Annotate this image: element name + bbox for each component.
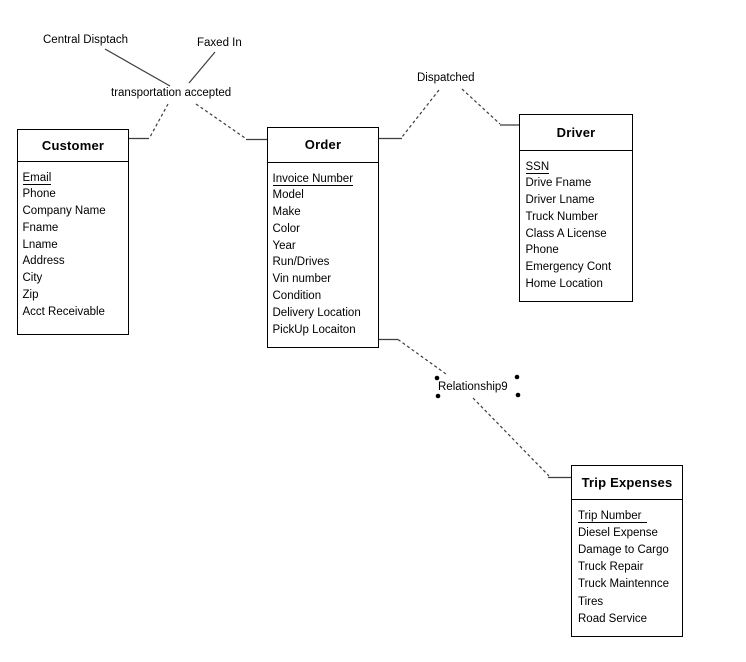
entity-order[interactable]: Order Invoice Number Model Make Color Ye… bbox=[267, 127, 379, 348]
entity-customer-fields: Email Phone Company Name Fname Lname Add… bbox=[18, 162, 128, 321]
selection-handle[interactable] bbox=[434, 375, 440, 381]
field-row: Delivery Location bbox=[272, 306, 361, 319]
primary-key-field: Invoice Number bbox=[272, 172, 354, 186]
field-row: City bbox=[22, 272, 43, 285]
entity-driver-fields: SSN Drive Fname Driver Lname Truck Numbe… bbox=[520, 151, 632, 293]
field-row: Acct Receivable bbox=[22, 305, 105, 318]
field-row: Drive Fname bbox=[525, 177, 592, 190]
connector-dashed-order-to-relationship9[interactable] bbox=[397, 339, 447, 375]
entity-customer[interactable]: Customer Email Phone Company Name Fname … bbox=[17, 129, 129, 335]
field-row: Company Name bbox=[22, 205, 106, 218]
field-row: Home Location bbox=[525, 278, 603, 291]
entity-order-title: Order bbox=[268, 128, 378, 163]
field-row: SSN bbox=[525, 159, 633, 176]
field-row: Trip Number bbox=[578, 508, 682, 525]
field-row: PickUp Locaiton bbox=[272, 323, 356, 336]
connector-dashed-dispatched-to-order[interactable] bbox=[401, 89, 440, 138]
field-row: Color bbox=[272, 222, 300, 235]
field-row: Address bbox=[22, 255, 65, 268]
field-row: Make bbox=[272, 206, 301, 219]
field-row: Class A License bbox=[525, 227, 607, 240]
connector-dashed-accepted-to-order[interactable] bbox=[195, 103, 246, 139]
entity-driver-title: Driver bbox=[520, 115, 632, 151]
field-row: Tires bbox=[578, 595, 604, 608]
selection-handle[interactable] bbox=[514, 374, 520, 380]
entity-driver[interactable]: Driver SSN Drive Fname Driver Lname Truc… bbox=[519, 114, 633, 302]
field-row: Phone bbox=[22, 188, 56, 201]
primary-key-field: SSN bbox=[525, 160, 550, 174]
field-row: Email bbox=[22, 170, 129, 187]
primary-key-field: Email bbox=[22, 171, 52, 185]
entity-trip-expenses-fields: Trip Number Diesel Expense Damage to Car… bbox=[572, 500, 682, 628]
field-row: Damage to Cargo bbox=[578, 543, 669, 556]
field-row: Road Service bbox=[578, 612, 648, 625]
connector-dashed-dispatched-to-driver[interactable] bbox=[461, 88, 501, 125]
connector-line-central-dispatch[interactable] bbox=[104, 48, 171, 87]
label-central-dispatch[interactable]: Central Disptach bbox=[43, 34, 129, 46]
entity-trip-expenses[interactable]: Trip Expenses Trip Number Diesel Expense… bbox=[571, 465, 683, 637]
selection-handle[interactable] bbox=[515, 392, 521, 398]
field-row: Zip bbox=[22, 289, 39, 302]
field-row: Driver Lname bbox=[525, 194, 595, 207]
entity-order-fields: Invoice Number Model Make Color Year Run… bbox=[268, 163, 378, 339]
label-faxed-in[interactable]: Faxed In bbox=[197, 37, 242, 49]
field-row: Fname bbox=[22, 221, 59, 234]
connector-dashed-relationship9-to-trip-expenses[interactable] bbox=[472, 397, 550, 477]
field-row: Invoice Number bbox=[272, 171, 379, 188]
label-transportation-accepted[interactable]: transportation accepted bbox=[111, 87, 232, 99]
field-row: Condition bbox=[272, 290, 322, 303]
selection-handle[interactable] bbox=[435, 393, 441, 399]
field-row: Vin number bbox=[272, 273, 332, 286]
entity-trip-expenses-title: Trip Expenses bbox=[572, 466, 682, 500]
field-row: Run/Drives bbox=[272, 256, 330, 269]
entity-customer-title: Customer bbox=[18, 130, 128, 162]
field-row: Lname bbox=[22, 238, 58, 251]
field-row: Phone bbox=[525, 244, 559, 257]
label-relationship9[interactable]: Relationship9 bbox=[438, 381, 508, 393]
field-row: Model bbox=[272, 189, 304, 202]
connector-dashed-accepted-to-customer[interactable] bbox=[149, 103, 169, 138]
field-row: Truck Repair bbox=[578, 561, 644, 574]
field-row: Diesel Expense bbox=[578, 526, 658, 539]
field-row: Truck Maintennce bbox=[578, 578, 669, 591]
field-row: Emergency Cont bbox=[525, 261, 612, 274]
connector-line-faxed-in[interactable] bbox=[188, 51, 216, 84]
field-row: Year bbox=[272, 239, 296, 252]
label-dispatched[interactable]: Dispatched bbox=[417, 72, 475, 84]
field-row: Truck Number bbox=[525, 210, 598, 223]
primary-key-field: Trip Number bbox=[578, 509, 648, 523]
